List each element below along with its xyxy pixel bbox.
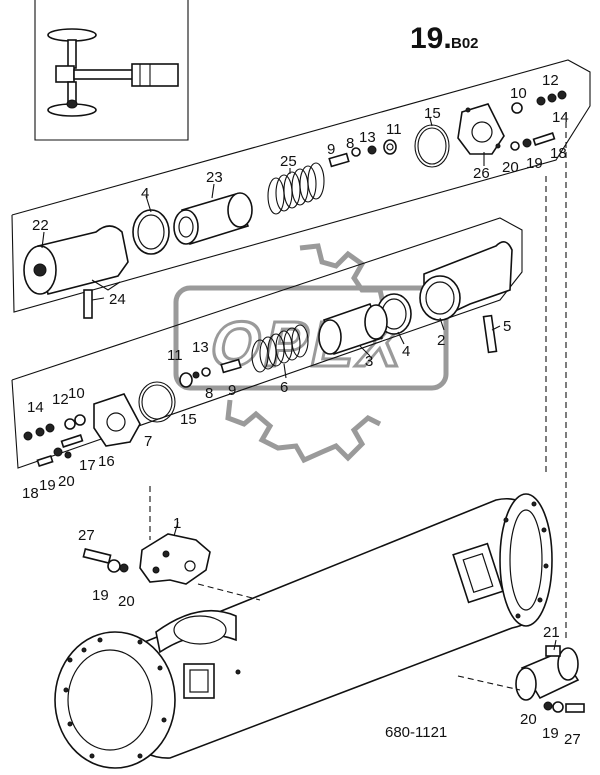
part-21-cylinder (515, 645, 580, 701)
callout-20-left: 20 (58, 473, 75, 490)
callout-5: 5 (503, 318, 511, 335)
part-15-oring-upper (414, 124, 450, 168)
drawing-number: 680-1121 (385, 724, 448, 741)
callout-24: 24 (109, 291, 126, 308)
callout-13-lower: 13 (192, 339, 209, 356)
callout-12-right: 12 (542, 72, 559, 89)
callout-13-upper: 13 (359, 129, 376, 146)
callout-14-left: 14 (27, 399, 44, 416)
callout-20-bottom: 20 (520, 711, 537, 728)
callout-18-right: 18 (550, 145, 567, 162)
left-mount-bolt (82, 548, 129, 573)
part-6-spring (251, 324, 309, 373)
callout-2: 2 (437, 332, 445, 349)
part-3-piston (318, 302, 388, 356)
upper-right-fittings (510, 90, 567, 151)
callout-20-right: 20 (502, 159, 519, 176)
part-15-oring-lower (138, 381, 176, 423)
callout-15-lower: 15 (180, 411, 197, 428)
callout-27-right: 27 (564, 731, 581, 748)
upper-valve-parts (328, 139, 397, 168)
page-reference: 19. (410, 22, 452, 55)
callout-9-upper: 9 (327, 141, 335, 158)
callout-labels: 1 2 3 4 4 5 6 7 8 8 9 9 10 10 11 11 12 1… (22, 72, 581, 748)
page-reference-suffix: B02 (451, 35, 479, 52)
callout-7: 7 (144, 433, 152, 450)
callout-19-bottom: 19 (542, 725, 559, 742)
callout-15-upper: 15 (424, 105, 441, 122)
callout-21: 21 (543, 624, 560, 641)
part-5-pin (482, 314, 498, 354)
part-4-ring-upper (132, 209, 170, 255)
part-23-piston (173, 192, 253, 246)
axle-housing (54, 493, 553, 769)
callout-10-left: 10 (68, 385, 85, 402)
assembly-dashed-lines (149, 112, 567, 691)
callout-1: 1 (173, 515, 181, 532)
callout-8-upper: 8 (346, 135, 354, 152)
lower-valve-parts (179, 358, 242, 388)
callout-27-left: 27 (78, 527, 95, 544)
callout-14-right: 14 (552, 109, 569, 126)
part-1-bracket (139, 533, 211, 585)
lower-left-fittings (23, 414, 86, 468)
part-22-housing (23, 225, 129, 295)
callout-10-right: 10 (510, 85, 527, 102)
callout-20-lower: 20 (118, 593, 135, 610)
callout-11-upper: 11 (386, 121, 402, 138)
part-2-body (419, 241, 513, 321)
upper-frame-outline (11, 59, 591, 313)
part-7-cover (93, 393, 141, 447)
callout-9-lower: 9 (228, 382, 236, 399)
part-24-pin (83, 289, 93, 319)
callout-25: 25 (280, 153, 297, 170)
callout-22: 22 (32, 217, 49, 234)
part-26-cover (457, 103, 505, 155)
vehicle-inset (34, 0, 189, 141)
leader-lines (41, 117, 557, 651)
lower-frame-outline (11, 217, 523, 469)
callout-18-left: 18 (22, 485, 39, 502)
callout-23: 23 (206, 169, 223, 186)
right-mount-bolt (543, 701, 585, 713)
callout-19-lower: 19 (92, 587, 109, 604)
callout-6: 6 (280, 379, 288, 396)
callout-3: 3 (365, 353, 373, 370)
callout-26: 26 (473, 165, 490, 182)
callout-19-right: 19 (526, 155, 543, 172)
callout-17: 17 (79, 457, 96, 474)
callout-11-lower: 11 (167, 347, 183, 364)
part-25-spring (267, 162, 325, 215)
callout-8-lower: 8 (205, 385, 213, 402)
callout-4-upper: 4 (141, 185, 149, 202)
callout-12-left: 12 (52, 391, 69, 408)
callout-16: 16 (98, 453, 115, 470)
callout-19-left: 19 (39, 477, 56, 494)
callout-4-lower: 4 (402, 343, 410, 360)
